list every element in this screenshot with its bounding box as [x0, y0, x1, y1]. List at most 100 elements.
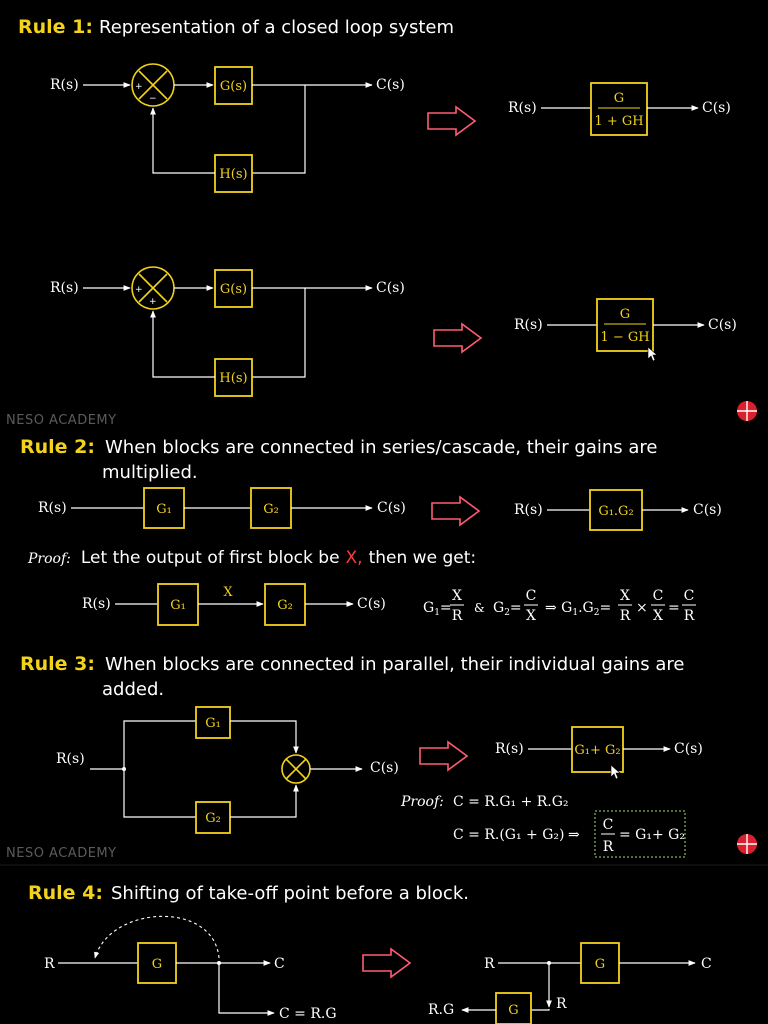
rule4-shifted-g-block: [495, 992, 532, 1024]
svg-text:X: X: [452, 588, 462, 604]
rule4-shifted-block-label: G: [595, 957, 605, 972]
rule2-proof-output: C(s): [357, 596, 386, 612]
rule3-block1-label: G₁: [205, 716, 221, 731]
rule2-label: Rule 2:: [20, 436, 95, 458]
rule4-input: R: [44, 956, 55, 972]
rule2-block1-label: G₁: [156, 502, 172, 517]
rule2-block2-label: G₂: [263, 502, 279, 517]
rule3-title-line1: When blocks are connected in parallel, t…: [105, 654, 684, 675]
rule4-output: C: [274, 956, 285, 972]
rule2-proof-equation: G1= X R & G2= C X ⇒ G1.G2= X R × C X = C…: [423, 588, 696, 624]
result-highlight-box: [594, 810, 686, 858]
compass-logo-icon: [737, 401, 757, 421]
svg-text:C: C: [653, 588, 664, 604]
rule2-result-input: R(s): [514, 502, 543, 518]
rule1-pos-result: R(s) G 1 − GH C(s): [514, 298, 737, 352]
rule4-section: Rule 4: Shifting of take-off point before…: [28, 882, 712, 1024]
rule2-proof-var: X,: [346, 548, 363, 568]
rule2-proof-before: Let the output of first block be: [81, 548, 340, 568]
svg-text:Rule 1:Representation of a clo: Rule 1:Representation of a closed loop s…: [18, 16, 454, 38]
rule3-parallel-diagram: R(s) G₁ G₂ C(s): [56, 706, 399, 834]
svg-text:Proof:Let the output of first: Proof: Let the output of first block be X,…: [27, 548, 476, 568]
rule1-neg-result-input: R(s): [508, 100, 537, 116]
rule2-proof-mid-signal: X: [223, 585, 233, 600]
svg-text:X: X: [526, 608, 536, 624]
shift-path: [94, 915, 220, 959]
compass-logo-icon: [737, 834, 757, 854]
rule1-pos-result-numerator: G: [620, 307, 630, 322]
implies-arrow: [427, 105, 477, 137]
svg-text:R: R: [452, 608, 463, 624]
rule2-result-output: C(s): [693, 502, 722, 518]
rule4-label: Rule 4:: [28, 882, 103, 904]
rule1-pos-result-output: C(s): [708, 317, 737, 333]
rule3-result-numerator: C: [603, 817, 614, 833]
rule1-pos-feedback-label: H(s): [219, 371, 247, 386]
rule4-block-label: G: [152, 957, 162, 972]
rule3-section: Rule 3: When blocks are connected in para…: [20, 653, 703, 858]
svg-text:&: &: [474, 601, 485, 615]
svg-text:G1=: G1=: [423, 600, 452, 618]
rule3-result: R(s) G₁+ G₂ C(s): [495, 726, 703, 780]
implies-arrow: [419, 740, 469, 772]
svg-text:X: X: [653, 608, 663, 624]
rule2-title-line1: When blocks are connected in series/casc…: [105, 437, 658, 458]
rule2-section: Rule 2: When blocks are connected in seri…: [20, 436, 722, 626]
svg-text:C: C: [526, 588, 537, 604]
rule2-proof-block2-label: G₂: [277, 598, 293, 613]
rule3-block2-label: G₂: [205, 811, 221, 826]
svg-text:⇒ G1.G2=: ⇒ G1.G2=: [545, 600, 611, 618]
rule1-neg-input: R(s): [50, 77, 79, 93]
rule1-neg-result: R(s) G 1 + GH C(s): [508, 82, 731, 136]
rule3-proof-label: Proof:: [400, 794, 444, 810]
rule4-title: Shifting of take-off point before a bloc…: [111, 883, 469, 904]
rule1-neg-result-denominator: 1 + GH: [594, 114, 643, 129]
pointer-cursor-icon: [610, 764, 621, 780]
svg-text:R: R: [620, 608, 631, 624]
rule4-shifted-output: C: [701, 956, 712, 972]
rule1-pos-output: C(s): [376, 280, 405, 296]
implies-arrow: [431, 495, 481, 527]
svg-text:C: C: [684, 588, 695, 604]
rule2-proof-after: then we get:: [369, 548, 477, 568]
rule2-proof-label: Proof:: [27, 551, 71, 567]
rule4-takeoff-output: C = R.G: [279, 1006, 337, 1022]
rule2-input: R(s): [38, 500, 67, 516]
rule3-label: Rule 3:: [20, 653, 95, 675]
rule1-label: Rule 1:: [18, 16, 93, 38]
sum-sign-bottom: −: [149, 94, 157, 104]
implies-arrow: [433, 322, 483, 354]
rule3-eq1: C = R.G₁ + R.G₂: [453, 794, 569, 810]
pointer-cursor-icon: [647, 346, 658, 362]
svg-text:Rule 3:When blocks are connect: Rule 3: When blocks are connected in para…: [20, 653, 684, 675]
svg-text:G2=: G2=: [493, 600, 522, 618]
rule3-result-rhs: = G₁+ G₂: [619, 827, 685, 843]
rule4-shifted-input: R: [484, 956, 495, 972]
rule1-pos-result-denominator: 1 − GH: [600, 330, 649, 345]
rule3-result-input: R(s): [495, 741, 524, 757]
rule2-output: C(s): [377, 500, 406, 516]
watermark: NESO ACADEMY: [6, 413, 117, 428]
rule1-pos-result-input: R(s): [514, 317, 543, 333]
rule1-pos-input: R(s): [50, 280, 79, 296]
implies-arrow: [362, 947, 412, 979]
svg-text:X: X: [620, 588, 630, 604]
rule1-neg-result-numerator: G: [614, 91, 624, 106]
svg-text:Rule 4:Shifting of take-off po: Rule 4: Shifting of take-off point before…: [28, 882, 469, 904]
rule3-title-line2: added.: [102, 679, 164, 700]
rule4-shifted-diagram: R G C R G R.G: [428, 942, 712, 1024]
svg-text:×: ×: [636, 600, 648, 616]
rule1-neg-result-block: [590, 82, 648, 136]
rule2-series-diagram: R(s) G₁ G₂ C(s): [38, 487, 406, 529]
rule3-result-label: G₁+ G₂: [574, 743, 620, 758]
svg-text:=: =: [668, 600, 680, 616]
svg-text:Rule 2:When blocks are connect: Rule 2: When blocks are connected in seri…: [20, 436, 658, 458]
rule1-pos-feedback-diagram: R(s) + + G(s) C(s) H(s): [50, 266, 405, 397]
rule4-original-diagram: R G C C = R.G: [44, 915, 337, 1022]
sum-sign-top: +: [135, 285, 143, 295]
rule3-block1: [195, 706, 231, 739]
sum-sign-bottom: +: [149, 297, 157, 307]
rule2-proof-input: R(s): [82, 596, 111, 612]
